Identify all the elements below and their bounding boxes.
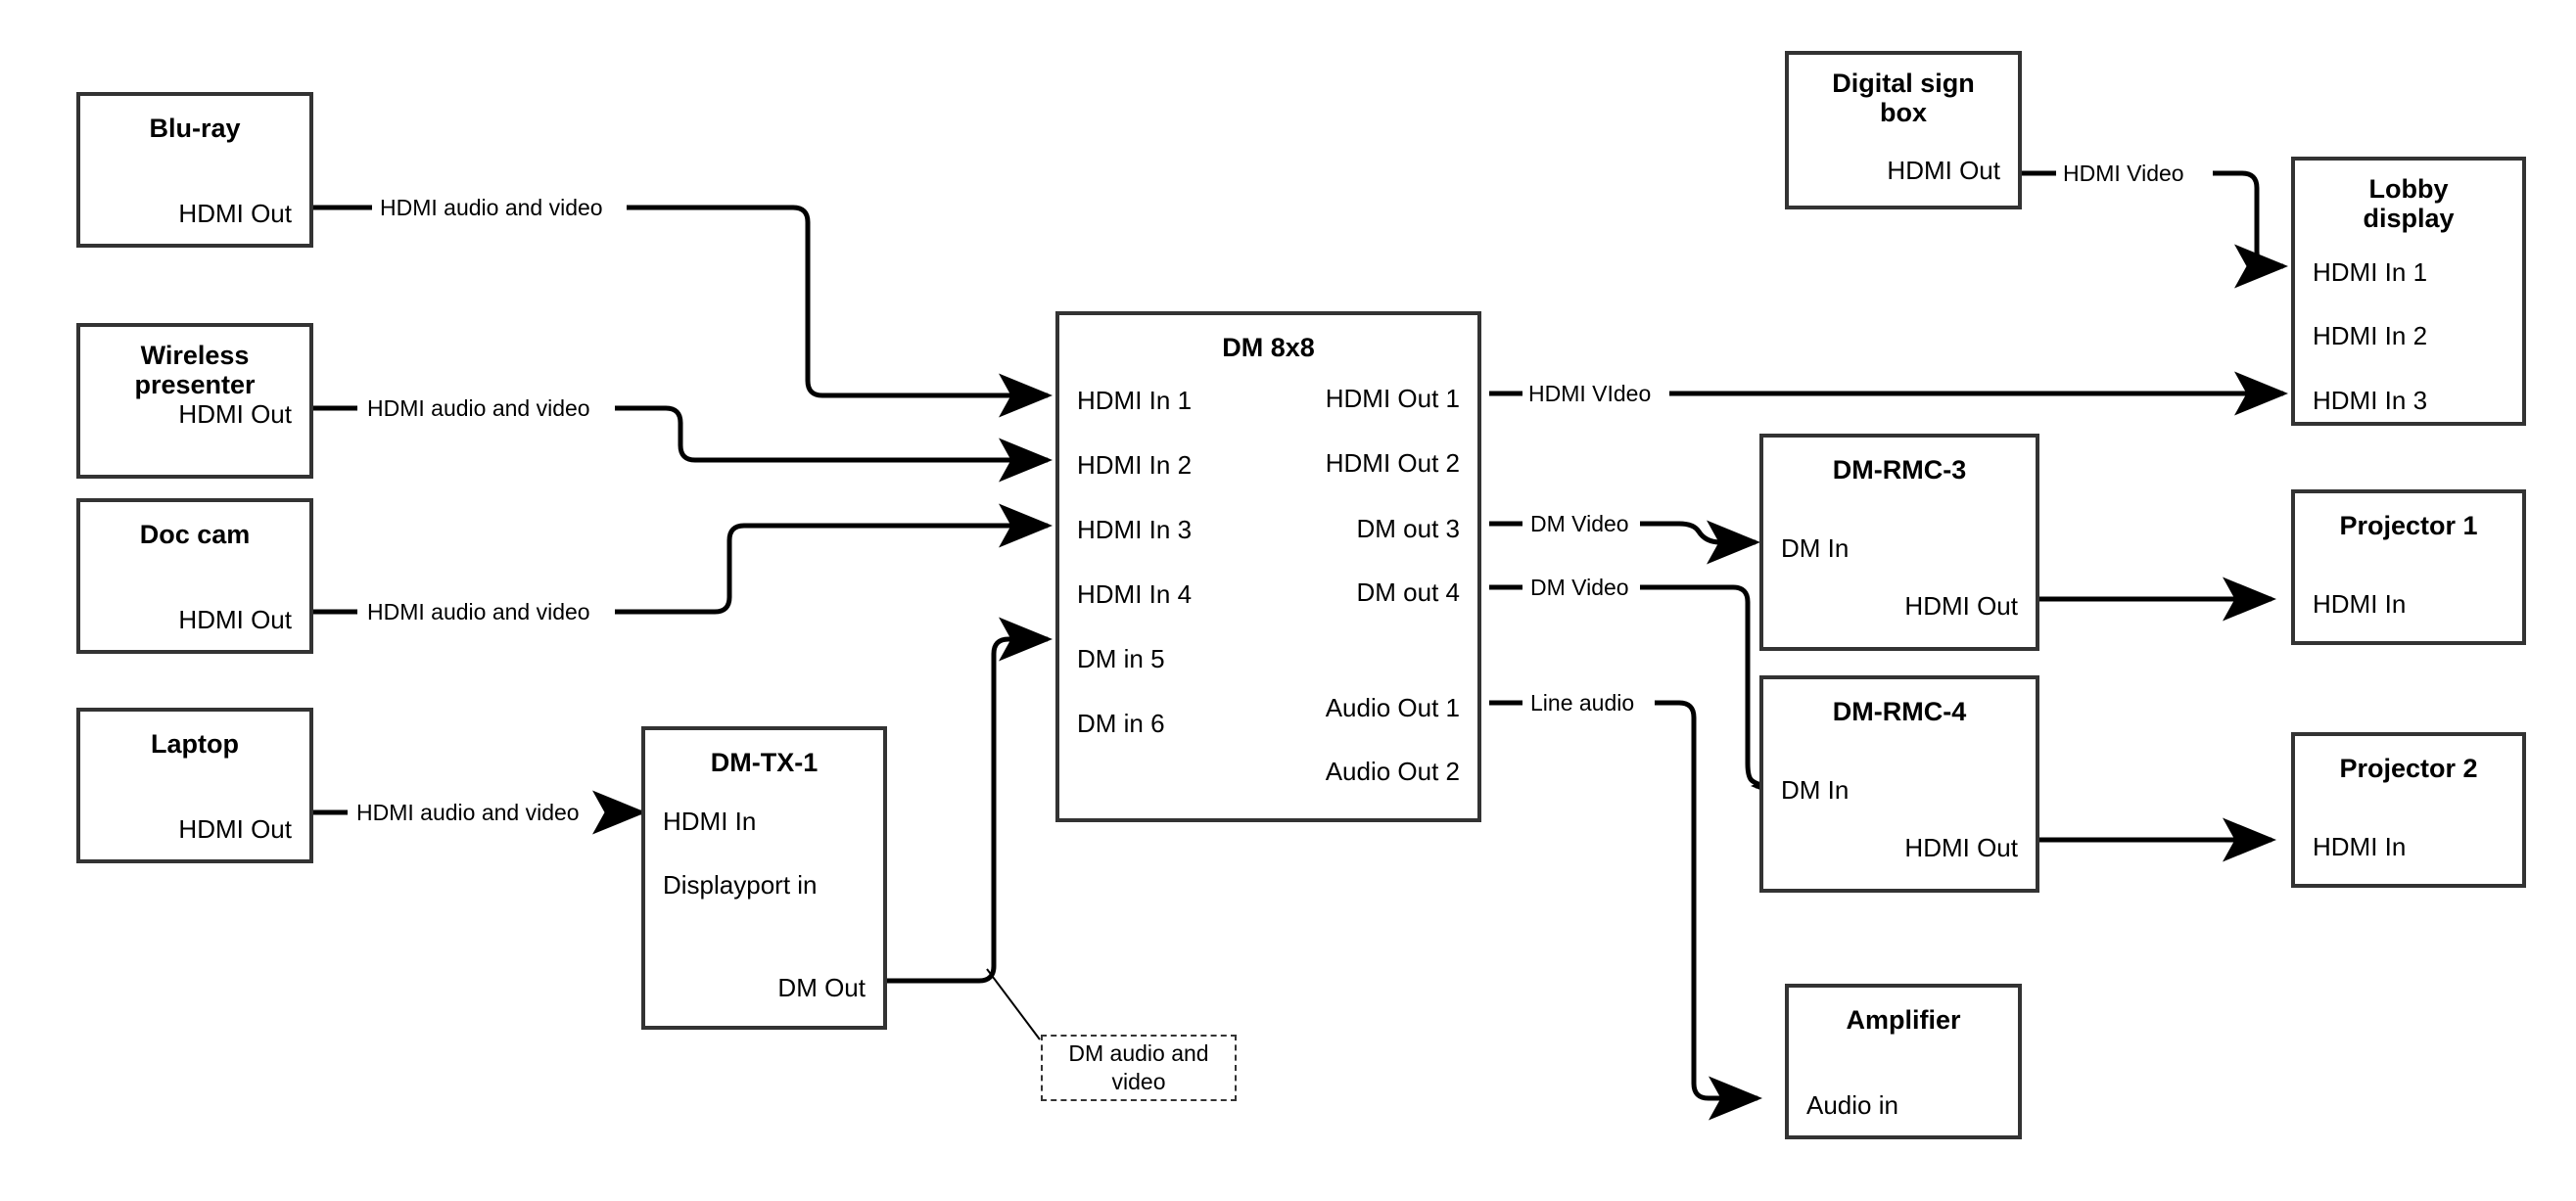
- node-doc-cam-title: Doc cam: [139, 520, 251, 549]
- node-dm-8x8-title: DM 8x8: [1222, 333, 1315, 362]
- port-dm8x8-audio-out-1: Audio Out 1: [1325, 693, 1460, 722]
- port-lobby-hdmi-in-1: HDMI In 1: [2313, 257, 2428, 287]
- node-digital-sign-box[interactable]: Digital sign box HDMI Out: [1785, 51, 2022, 209]
- node-laptop-title: Laptop: [151, 729, 239, 759]
- port-dm8x8-hdmi-out-1: HDMI Out 1: [1325, 384, 1460, 413]
- node-dm-tx-1-title: DM-TX-1: [710, 748, 819, 777]
- port-lobby-hdmi-in-3: HDMI In 3: [2313, 386, 2428, 415]
- port-dm8x8-audio-out-2: Audio Out 2: [1325, 757, 1460, 786]
- wire-sign-to-lobby-hdmi-in-1: [2022, 170, 2283, 266]
- node-dm-8x8[interactable]: DM 8x8 HDMI In 1 HDMI In 2 HDMI In 3 HDM…: [1055, 311, 1481, 822]
- edge-label-dm-out-4-to-rmc4: DM Video: [1527, 577, 1632, 599]
- edge-label-laptop-to-dmtx1: HDMI audio and video: [353, 802, 583, 824]
- port-amplifier-audio-in: Audio in: [1806, 1090, 1898, 1120]
- node-projector-1-title: Projector 1: [2339, 511, 2478, 540]
- node-doc-cam[interactable]: Doc cam HDMI Out: [76, 498, 313, 654]
- node-bluray[interactable]: Blu-ray HDMI Out: [76, 92, 313, 248]
- wire-dm-out-4-to-rmc4: [1489, 584, 1772, 786]
- port-dm8x8-dm-in-6: DM in 6: [1077, 709, 1165, 738]
- port-projector2-hdmi-in: HDMI In: [2313, 832, 2407, 861]
- port-laptop-hdmi-out: HDMI Out: [178, 814, 292, 844]
- node-projector-2-title: Projector 2: [2339, 754, 2478, 783]
- edge-label-doccam-to-dm8x8: HDMI audio and video: [364, 601, 593, 624]
- node-laptop[interactable]: Laptop HDMI Out: [76, 708, 313, 863]
- port-dm8x8-dm-out-4: DM out 4: [1356, 577, 1461, 607]
- port-digital-sign-hdmi-out: HDMI Out: [1887, 156, 2000, 185]
- port-dm8x8-hdmi-in-1: HDMI In 1: [1077, 386, 1193, 415]
- node-bluray-title: Blu-ray: [149, 114, 241, 143]
- edge-label-bluray-to-dm8x8: HDMI audio and video: [377, 197, 606, 219]
- node-dm-tx-1[interactable]: DM-TX-1 HDMI In Displayport in DM Out: [641, 726, 887, 1030]
- port-dmtx1-displayport-in: Displayport in: [663, 870, 818, 900]
- port-dm8x8-dm-in-5: DM in 5: [1077, 644, 1165, 673]
- node-amplifier-title: Amplifier: [1846, 1005, 1961, 1035]
- node-wireless-presenter-title: Wireless presenter: [134, 341, 256, 400]
- wire-dmtx1-to-dm-in-5: [887, 617, 1053, 984]
- port-bluray-hdmi-out: HDMI Out: [178, 199, 292, 228]
- node-projector-2[interactable]: Projector 2 HDMI In: [2291, 732, 2526, 888]
- node-amplifier[interactable]: Amplifier Audio in: [1785, 984, 2022, 1139]
- node-dm-rmc-4[interactable]: DM-RMC-4 DM In HDMI Out: [1759, 675, 2039, 893]
- port-dm8x8-hdmi-in-2: HDMI In 2: [1077, 450, 1193, 480]
- port-doccam-hdmi-out: HDMI Out: [178, 605, 292, 634]
- node-lobby-display[interactable]: Lobby display HDMI In 1 HDMI In 2 HDMI I…: [2291, 157, 2526, 426]
- wire-bluray-to-hdmi-in-1: [313, 205, 1048, 395]
- node-digital-sign-box-title: Digital sign box: [1832, 69, 1975, 128]
- port-rmc3-dm-in: DM In: [1781, 533, 1850, 563]
- port-projector1-hdmi-in: HDMI In: [2313, 589, 2407, 619]
- port-dm8x8-hdmi-in-4: HDMI In 4: [1077, 579, 1193, 609]
- note-dm-audio-and-video: DM audio and video: [1041, 1035, 1237, 1101]
- node-dm-rmc-4-title: DM-RMC-4: [1832, 697, 1967, 726]
- port-dm8x8-hdmi-in-3: HDMI In 3: [1077, 515, 1193, 544]
- node-dm-rmc-3[interactable]: DM-RMC-3 DM In HDMI Out: [1759, 434, 2039, 651]
- port-dmtx1-dm-out: DM Out: [777, 973, 866, 1002]
- port-rmc4-hdmi-out: HDMI Out: [1904, 833, 2018, 862]
- node-dm-rmc-3-title: DM-RMC-3: [1832, 455, 1967, 485]
- port-dmtx1-hdmi-in: HDMI In: [663, 807, 757, 836]
- port-rmc4-dm-in: DM In: [1781, 775, 1850, 805]
- port-wireless-hdmi-out: HDMI Out: [178, 399, 292, 429]
- edge-label-hdmi-out-1-to-lobby: HDMI VIdeo: [1525, 383, 1655, 405]
- port-dm8x8-hdmi-out-2: HDMI Out 2: [1325, 448, 1460, 478]
- edge-label-wireless-to-dm8x8: HDMI audio and video: [364, 397, 593, 420]
- wire-audio-out-1-to-amplifier: [1489, 700, 1757, 1098]
- port-rmc3-hdmi-out: HDMI Out: [1904, 591, 2018, 621]
- leader-line-dm-note: [986, 968, 1041, 1040]
- edge-label-dm-out-3-to-rmc3: DM Video: [1527, 513, 1632, 535]
- edge-label-sign-to-lobby: HDMI Video: [2060, 162, 2187, 185]
- port-lobby-hdmi-in-2: HDMI In 2: [2313, 321, 2428, 350]
- port-dm8x8-dm-out-3: DM out 3: [1356, 514, 1461, 543]
- edge-label-audio-out-1-to-amplifier: Line audio: [1527, 692, 1638, 715]
- node-projector-1[interactable]: Projector 1 HDMI In: [2291, 489, 2526, 645]
- node-wireless-presenter[interactable]: Wireless presenter HDMI Out: [76, 323, 313, 479]
- node-lobby-display-title: Lobby display: [2363, 174, 2455, 234]
